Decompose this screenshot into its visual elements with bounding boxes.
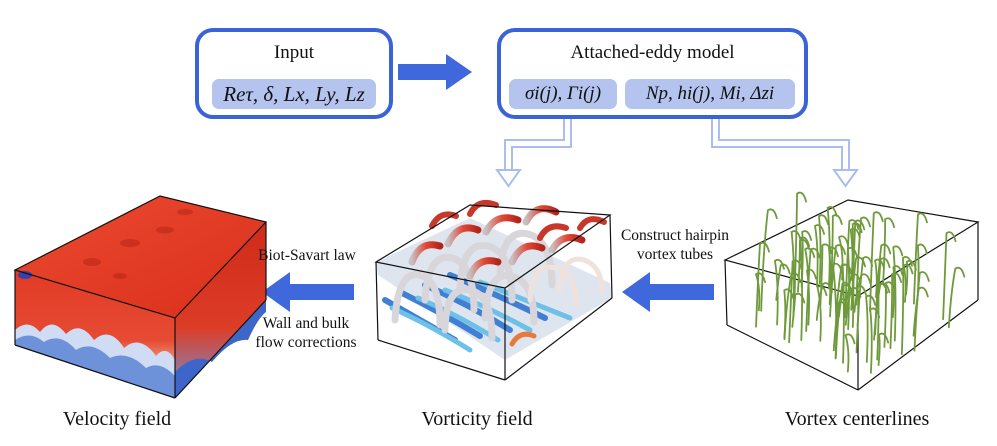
vortex-centerline (947, 266, 966, 329)
vortex-centerline (818, 214, 829, 285)
model-title: Attached-eddy model (570, 42, 735, 63)
caption-velocity-field: Velocity field (62, 408, 172, 430)
vortex-centerline (913, 271, 930, 352)
vortex-centerline (874, 243, 892, 336)
vortex-centerline (902, 263, 914, 303)
vortex-centerline (805, 268, 817, 326)
attached-eddy-model-box: Attached-eddy model σi(j), Γi(j) Np, hi(… (497, 28, 808, 119)
corrections-line-2: flow corrections (255, 334, 357, 351)
vortex-centerline (783, 272, 802, 341)
vortex-centerline (877, 332, 890, 367)
vortex-centerline (882, 217, 896, 284)
input-params: Reτ, δ, Lx, Ly, Lz (223, 81, 365, 106)
vortex-centerline (800, 230, 813, 288)
vortex-centerline (797, 238, 810, 293)
vorticity-field-box (374, 199, 613, 381)
vortex-centerlines-box (723, 191, 980, 391)
caption-vortex-centerlines: Vortex centerlines (784, 408, 930, 430)
corrections-label: Wall and bulk flow corrections (246, 314, 366, 352)
vortex-centerline (855, 256, 874, 354)
vortex-centerline (891, 265, 904, 319)
velocity-field-box (13, 195, 268, 399)
model-params-right: Np, hi(j), Mi, Δzi (645, 83, 775, 104)
vortex-centerline (942, 231, 957, 321)
vortex-centerline (829, 244, 847, 318)
arrow-centerlines-to-vorticity (622, 272, 714, 312)
hollow-arrow-to-vorticity (495, 112, 572, 188)
vortex-centerline (816, 285, 828, 342)
model-params-left-chip: σi(j), Γi(j) (509, 79, 617, 109)
vortex-centerline (830, 214, 843, 290)
vortex-centerline (814, 224, 825, 288)
biot-savart-label: Biot-Savart law (258, 247, 356, 264)
arrow-input-to-model (398, 54, 472, 90)
vortex-centerline (874, 258, 885, 298)
vortex-centerline (773, 258, 785, 326)
vortex-centerline (889, 272, 902, 350)
input-params-chip: Reτ, δ, Lx, Ly, Lz (212, 79, 376, 109)
vortex-centerline (855, 216, 871, 306)
arrow-vorticity-to-velocity (262, 272, 354, 312)
vortex-centerline (905, 259, 917, 296)
vortex-centerline (832, 301, 849, 352)
hollow-arrow-to-centerlines (711, 112, 859, 188)
corrections-line-1: Wall and bulk (262, 315, 350, 332)
input-title: Input (273, 42, 315, 63)
input-box: Input Reτ, δ, Lx, Ly, Lz (195, 28, 393, 119)
vortex-centerline (916, 243, 928, 302)
caption-vorticity-field: Vorticity field (421, 408, 533, 430)
vortex-centerline (865, 294, 877, 363)
construct-line-2: vortex tubes (636, 246, 714, 263)
construct-label: Construct hairpin vortex tubes (610, 226, 740, 264)
vortex-centerline (844, 333, 856, 373)
model-params-left: σi(j), Γi(j) (524, 83, 602, 104)
vortex-centerline (754, 272, 766, 312)
vortex-centerline (892, 245, 904, 342)
vortex-centerline (828, 246, 839, 306)
vortex-centerline (775, 263, 791, 301)
vortex-centerline (849, 227, 861, 329)
vortex-centerline (755, 241, 770, 328)
vortex-centerline (793, 191, 807, 298)
vortex-centerline (837, 235, 849, 281)
vortex-centerline (913, 212, 928, 305)
vortex-centerline (876, 257, 891, 308)
vortex-centerline (834, 298, 850, 341)
model-params-right-chip: Np, hi(j), Mi, Δzi (625, 79, 795, 109)
vortex-centerline (869, 211, 884, 313)
vortex-centerline (760, 208, 778, 312)
vortex-centerline (900, 255, 913, 356)
construct-line-1: Construct hairpin (620, 227, 730, 244)
